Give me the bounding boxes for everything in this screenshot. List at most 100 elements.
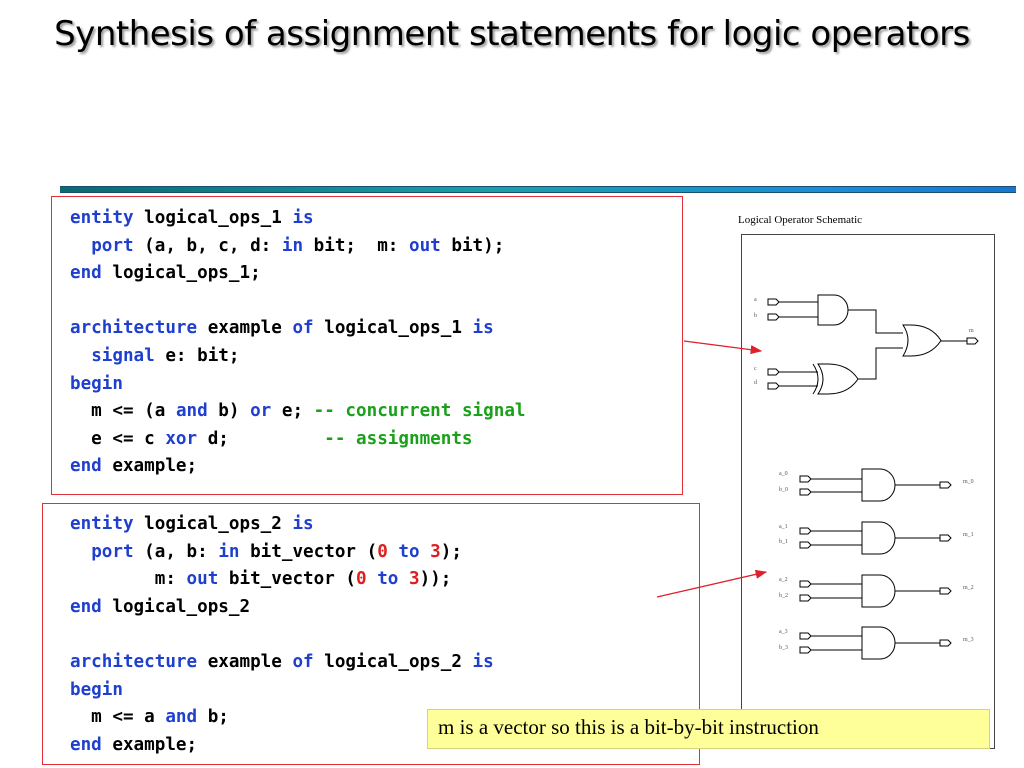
code-token: m <= a [70,707,166,728]
code-token: logical_ops_1 [133,208,293,228]
input-port-a [767,298,780,306]
code-token: bit); [440,235,505,256]
and-gate-bit-0 [799,468,952,502]
code-block-logical-ops-1: entity logical_ops_1 is port (a, b, c, d… [51,196,683,495]
code-token: bit_vector ( [239,541,378,562]
code-2-line: end logical_ops_2 [70,594,699,622]
output-port-m [966,337,979,345]
code-token: bit_vector ( [218,569,357,590]
label-c: c [754,366,757,372]
and-gate-bit-3 [799,626,952,660]
note-callout: m is a vector so this is a bit-by-bit in… [427,709,990,749]
code-token: end [70,734,102,755]
code-1-line: entity logical_ops_1 is [70,205,682,233]
code-token: entity [70,514,134,534]
code-token: 0 [377,541,388,562]
code-token: logical_ops_1; [101,263,261,284]
code-2-line: architecture example of logical_ops_2 is [70,649,699,677]
label-b-3: b_3 [779,645,788,651]
code-token: of [292,651,314,672]
code-token: d; [197,428,325,449]
label-d: d [754,380,757,386]
code-token: of [292,318,314,339]
code-text-logical-ops-1: entity logical_ops_1 is port (a, b, c, d… [70,205,682,481]
code-token: out [408,235,441,256]
code-token: example; [101,456,198,477]
code-token: logical_ops_2 [313,651,473,672]
code-token: -- concurrent signal [313,401,526,422]
code-token: m <= (a [70,401,176,422]
label-m-2: m_2 [963,585,974,591]
label-a-0: a_0 [779,471,788,477]
code-1-line: architecture example of logical_ops_1 is [70,315,682,343]
schematic-title: Logical Operator Schematic [738,214,863,226]
code-token: is [472,318,494,339]
code-token: is [472,651,494,672]
code-token: example [197,651,293,672]
code-token: in [281,235,304,256]
code-token: (a, b: [133,541,219,562]
code-token: in [218,541,240,562]
code-token: signal [91,345,155,366]
code-2-line: port (a, b: in bit_vector (0 to 3); [70,539,699,567]
code-token: end [70,596,102,617]
code-token: e <= c [70,428,166,449]
xor-gate [817,363,859,395]
code-token: example; [101,734,198,755]
label-a-2: a_2 [779,577,788,583]
schematic-frame [741,234,995,749]
code-token: 0 [356,569,367,590]
code-1-line: begin [70,371,682,399]
input-port-b [767,313,780,321]
code-1-line: signal e: bit; [70,343,682,371]
code-token: xor [165,428,198,449]
circuit-logical-ops-2 [799,468,952,660]
code-text-logical-ops-2: entity logical_ops_2 is port (a, b: in b… [70,511,699,759]
code-2-line: m: out bit_vector (0 to 3)); [70,566,699,594]
code-token: -- assignments [324,428,473,449]
code-token: b) [207,401,251,422]
input-port-c [767,368,780,376]
code-token: end [70,263,102,284]
pointer-arrow-2 [656,569,768,598]
input-port-d [767,382,780,390]
code-1-line: end example; [70,453,682,481]
code-token: architecture [70,318,198,339]
and-gate-bit-2 [799,574,952,608]
code-token: is [292,514,314,534]
label-m-1: m_1 [963,532,974,538]
code-token: to [377,569,399,590]
code-token: begin [70,373,123,394]
code-token: )); [419,569,452,590]
code-token: 3 [430,541,441,562]
code-token: ); [440,541,462,562]
and-gate-bit-1 [799,521,952,555]
code-token: example [197,318,293,339]
code-token: entity [70,208,134,228]
or-gate [902,324,942,357]
label-b-0: b_0 [779,487,788,493]
label-b-2: b_2 [779,593,788,599]
code-token: or [250,401,272,422]
code-token: logical_ops_1 [313,318,473,339]
code-token: port [91,541,134,562]
code-2-line: begin [70,677,699,705]
code-token: logical_ops_2 [133,514,293,534]
code-token: out [186,569,219,590]
code-token: logical_ops_2 [101,596,251,617]
code-token: begin [70,679,123,700]
code-token: end [70,456,102,477]
code-token: e: bit; [154,345,240,366]
code-token: and [175,401,208,422]
code-token: 3 [408,569,420,590]
code-1-line: m <= (a and b) or e; -- concurrent signa… [70,398,682,426]
code-2-line: m <= a and b; [70,704,699,732]
title-divider-bar [60,186,1016,193]
code-token: and [165,707,198,728]
label-m: m [969,328,974,334]
code-token: e; [271,401,314,422]
code-token: b; [197,707,229,728]
code-block-logical-ops-2: entity logical_ops_2 is port (a, b: in b… [42,503,700,765]
code-1-line: end logical_ops_1; [70,260,682,288]
